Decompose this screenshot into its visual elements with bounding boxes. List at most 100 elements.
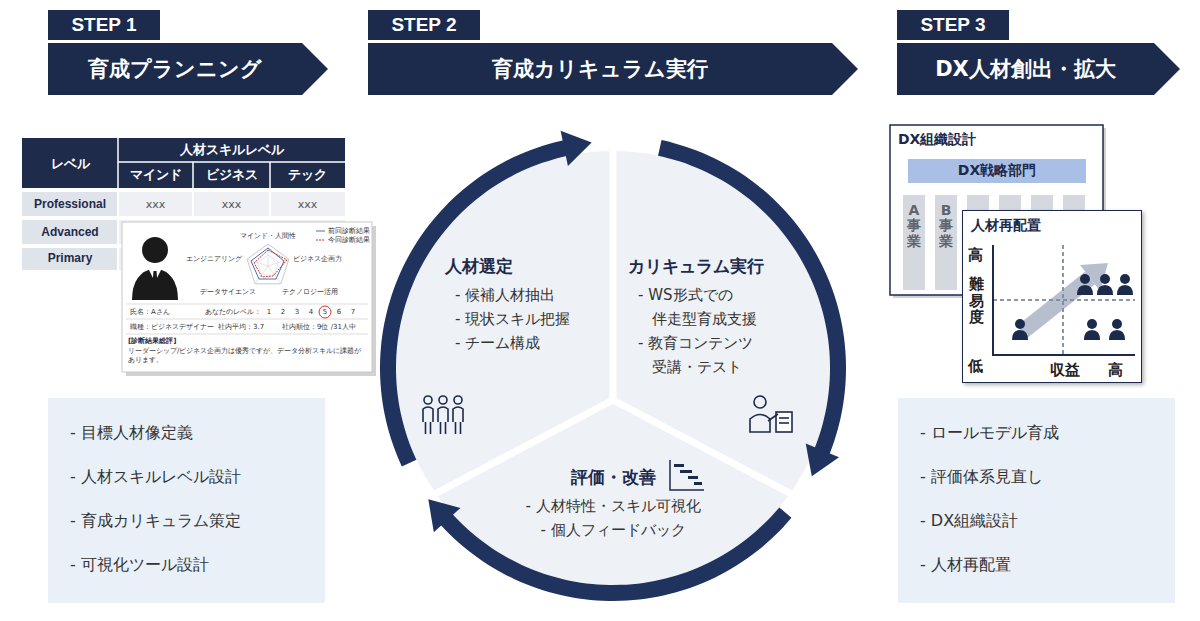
- skill-table: [22, 138, 345, 188]
- chart-axes: [993, 245, 1135, 355]
- profile-card: [132, 268, 178, 300]
- profile-card: [254, 250, 287, 277]
- step-chevron: [368, 43, 858, 95]
- node-text: 育成カリキュラム実行: [368, 43, 858, 95]
- node-heading: 評価・改善: [498, 466, 728, 488]
- table-header: 人材スキルレベル: [118, 142, 345, 158]
- node-text: - 人材再配置: [920, 554, 1153, 576]
- level-number: 2: [278, 308, 288, 317]
- node-text: - DX組織設計: [920, 510, 1153, 532]
- profile-field: 社内順位：9位 /31人中: [282, 323, 368, 332]
- radar-axis-label: テクノロジー活用: [282, 288, 354, 297]
- shift-arrow: [1022, 278, 1090, 332]
- profile-card: [122, 222, 372, 372]
- node-text: - 人材特性・スキル可視化: [498, 494, 728, 518]
- teacher-icon: [776, 412, 792, 432]
- node-heading: STEP 1: [48, 10, 160, 40]
- step-tab: [48, 10, 160, 40]
- cycle-disk: [610, 150, 617, 400]
- division-column: A事業: [903, 195, 925, 290]
- profile-card: [126, 319, 368, 320]
- gantt-icon: [670, 460, 704, 490]
- step-chevron: [48, 43, 328, 95]
- table-header: マインド: [118, 167, 193, 183]
- node-heading: 人材選定: [445, 255, 597, 277]
- node-text: DX人材創出・拡大: [897, 43, 1180, 95]
- step-banner: STEP 1育成プランニング: [48, 10, 328, 95]
- level-number: 7: [348, 308, 358, 317]
- node-text: - 評価体系見直し: [920, 466, 1153, 488]
- node-heading: B事業: [939, 203, 953, 249]
- gantt-icon: [680, 470, 692, 473]
- shift-arrow: [1080, 263, 1108, 291]
- profile-card: [126, 304, 368, 305]
- cycle-arrow: [446, 513, 786, 593]
- skill-table: [119, 192, 192, 216]
- profile-field: 社内平均：3.7: [218, 323, 278, 332]
- skill-table: [22, 192, 117, 216]
- dept-bar: DX戦略部門: [908, 159, 1086, 183]
- node-heading: カリキュラム実行: [628, 255, 793, 277]
- skill-table: [194, 192, 269, 216]
- gantt-icon: [670, 460, 704, 490]
- table-header: テック: [270, 167, 345, 183]
- profile-card: [316, 240, 325, 241]
- node-text: - 教育コンテンツ 受講・テスト: [628, 331, 793, 379]
- people-icons: [1012, 319, 1028, 340]
- level-number: 1: [264, 308, 274, 317]
- bullet-box: - ロールモデル育成 - 評価体系見直し - DX組織設計 - 人材再配置: [898, 398, 1175, 603]
- people-icons: [1012, 274, 1133, 340]
- radar-axis-label: ビジネス企画力: [293, 255, 365, 264]
- level-number: 4: [306, 308, 316, 317]
- profile-field: 氏名：Aさん: [130, 308, 200, 317]
- chart-axes: [993, 245, 1135, 355]
- table-header: ビジネス: [193, 167, 270, 183]
- radar-legend: 今回診断結果: [328, 236, 372, 245]
- node-heading: - 目標人材像定義: [70, 422, 303, 444]
- shift-arrow: [1022, 263, 1108, 332]
- cycle-disk: [396, 150, 830, 585]
- gantt-icon: [688, 476, 698, 479]
- profile-field: 職種：ビジネスデザイナー: [130, 323, 216, 332]
- skill-table: [22, 248, 117, 270]
- bullet-box: - 目標人材像定義- 人材スキルレベル設計- 育成カリキュラム策定- 可視化ツー…: [48, 398, 325, 603]
- profile-card: [122, 222, 376, 376]
- node-heading: DX組織設計: [890, 125, 1103, 153]
- radar-axis-label: データサイエンス: [184, 288, 256, 297]
- profile-card: [152, 271, 158, 295]
- radar-axis-label: エンジニアリング: [170, 255, 242, 264]
- node-heading: A事業: [907, 203, 921, 249]
- node-text: - WS形式での 伴走型育成支援: [628, 283, 793, 331]
- table-cell: xxx: [118, 198, 193, 212]
- cycle-arrow: [388, 148, 566, 463]
- skill-table: [269, 162, 271, 188]
- people-icons: [1077, 274, 1093, 295]
- people-icons: [1109, 319, 1125, 340]
- level-number: 3: [292, 308, 302, 317]
- axis-label: 高: [1108, 361, 1130, 379]
- profile-field: あなたのレベル：: [205, 308, 265, 317]
- team-icon: [423, 396, 433, 434]
- skill-table: [271, 192, 345, 216]
- teacher-icon: [750, 396, 792, 432]
- skill-table: [117, 138, 119, 188]
- profile-card: [268, 259, 289, 266]
- node-heading: - ロールモデル育成: [920, 422, 1153, 444]
- teacher-icon: [779, 422, 789, 424]
- cycle-sector: カリキュラム実行 - WS形式での 伴走型育成支援- 教育コンテンツ 受講・テスト: [628, 255, 793, 379]
- teacher-icon: [750, 415, 770, 433]
- chart-card: 人材再配置: [962, 210, 1142, 383]
- axis-title: 難易度: [969, 276, 985, 326]
- node-heading: STEP 2: [368, 10, 480, 40]
- node-text: - 現状スキル把握: [445, 307, 597, 331]
- profile-card: [268, 244, 269, 266]
- team-icon: [438, 396, 448, 434]
- profile-card: [126, 334, 368, 335]
- gantt-icon: [674, 464, 684, 467]
- chart-axes: [1063, 245, 1064, 355]
- step-tab: [368, 10, 480, 40]
- team-icon: [423, 396, 463, 434]
- profile-comment: リーダーシップ/ビジネス企画力は優秀ですが、データ分析スキルに課題があります。: [128, 347, 366, 365]
- profile-card: [247, 244, 289, 284]
- chart-axes: [993, 300, 1135, 301]
